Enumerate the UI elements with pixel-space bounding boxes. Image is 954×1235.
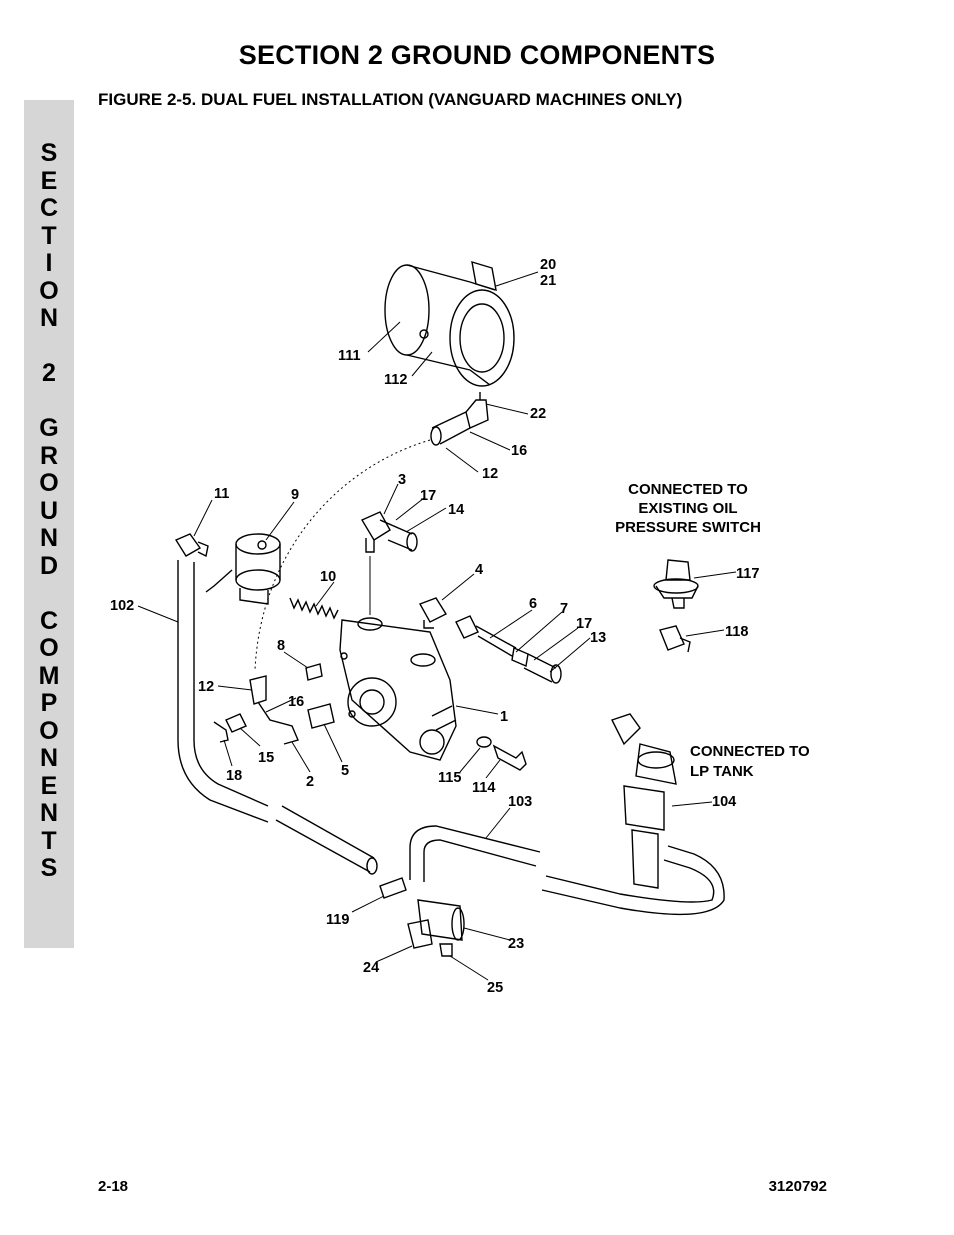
callout-1: 1	[500, 709, 508, 725]
callout-12: 12	[482, 466, 498, 482]
oil-switch-note-line1: CONNECTED TO	[628, 481, 748, 498]
callout-3: 3	[398, 472, 406, 488]
oil-switch-note-line3: PRESSURE SWITCH	[615, 519, 761, 536]
callout-111: 111	[338, 348, 361, 364]
callout-119: 119	[326, 912, 349, 928]
callout-103: 103	[508, 794, 532, 810]
callout-6: 6	[529, 596, 537, 612]
callout-104: 104	[712, 794, 736, 810]
callout-17b: 17	[576, 616, 592, 632]
lp-tank-valve	[611, 713, 677, 889]
elbow-fitting-4	[418, 597, 448, 629]
elbow-fitting-11	[174, 533, 378, 875]
small-fittings	[213, 663, 323, 745]
callout-114: 114	[472, 780, 495, 796]
callout-2: 2	[306, 774, 314, 790]
lp-tank-note-line1: CONNECTED TO	[690, 743, 810, 760]
air-horn-assembly	[384, 261, 515, 387]
washer-115	[476, 736, 492, 748]
callout-112: 112	[384, 372, 407, 388]
callout-11: 11	[214, 486, 229, 502]
side-tab-label: S E C T I O N 2 G R O U N D C O M P O N …	[38, 139, 60, 882]
section-title: SECTION 2 GROUND COMPONENTS	[238, 40, 716, 70]
callout-15: 15	[258, 750, 274, 766]
callout-25: 25	[487, 980, 503, 996]
page-number: 2-18	[98, 1178, 129, 1195]
callout-4: 4	[475, 562, 483, 578]
callout-20: 20	[540, 257, 556, 273]
oil-pressure-switch	[653, 559, 699, 653]
fuel-solenoid	[205, 533, 281, 605]
plug-5	[307, 703, 335, 729]
figure-title: FIGURE 2-5. DUAL FUEL INSTALLATION (VANG…	[98, 90, 683, 109]
document-number: 3120792	[768, 1178, 827, 1195]
callout-13: 13	[590, 630, 606, 646]
elbow-fitting-22	[430, 392, 489, 446]
callout-14: 14	[448, 502, 464, 518]
callout-118: 118	[725, 624, 748, 640]
callout-115: 115	[438, 770, 461, 786]
callout-5: 5	[341, 763, 349, 779]
callout-16b: 16	[288, 694, 304, 710]
oil-switch-note-line2: EXISTING OIL	[638, 500, 737, 517]
callout-21: 21	[540, 273, 556, 289]
callout-12b: 12	[198, 679, 214, 695]
elbow-fitting-3	[360, 511, 418, 615]
callout-117: 117	[736, 566, 759, 582]
callout-8: 8	[277, 638, 285, 654]
lp-tank-note-line2: LP TANK	[690, 763, 754, 780]
hose-routing-line	[254, 439, 431, 671]
callout-7: 7	[560, 601, 568, 617]
callout-24: 24	[363, 960, 379, 976]
bolt-114	[492, 744, 527, 771]
callout-102: 102	[110, 598, 134, 614]
spring-10	[289, 597, 339, 620]
callout-18: 18	[226, 768, 242, 784]
fitting-cluster-23	[379, 877, 465, 957]
callout-9: 9	[291, 487, 299, 503]
section-side-tab: S E C T I O N 2 G R O U N D C O M P O N …	[24, 100, 74, 948]
callout-22: 22	[530, 406, 546, 422]
callout-10: 10	[320, 569, 336, 585]
callout-16: 16	[511, 443, 527, 459]
hose-103	[409, 825, 725, 916]
callout-23: 23	[508, 936, 524, 952]
hose-assembly-6	[455, 615, 562, 684]
callout-17: 17	[420, 488, 436, 504]
regulator-body	[339, 617, 457, 761]
